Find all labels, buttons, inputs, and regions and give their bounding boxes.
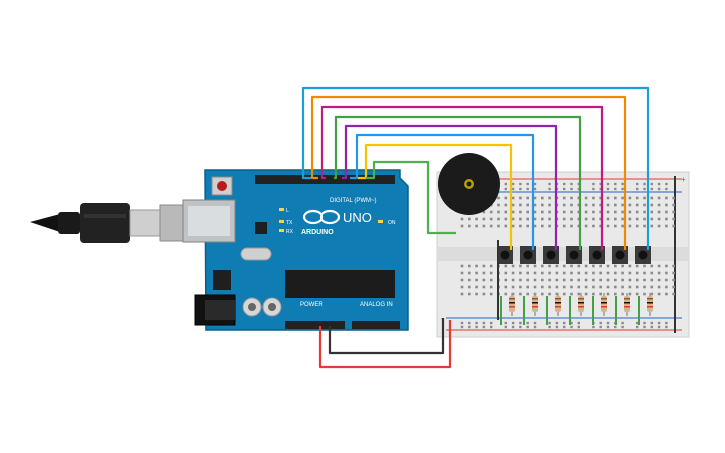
- push-button: [589, 246, 605, 264]
- led-label-tx: TX: [286, 220, 293, 226]
- piezo-buzzer: [438, 153, 500, 215]
- resistor: [555, 293, 561, 316]
- wire: [366, 160, 456, 235]
- breadboard-holes: [460, 182, 675, 329]
- rail-plus-top: +: [681, 175, 686, 184]
- resistor: [624, 293, 630, 316]
- wire: [301, 86, 650, 250]
- resistor: [509, 293, 515, 316]
- wire: [358, 143, 513, 250]
- led-label-l: L: [286, 208, 289, 214]
- wire: [350, 133, 535, 250]
- wire: [334, 115, 582, 250]
- push-button: [566, 246, 582, 264]
- wires: [301, 86, 650, 369]
- resistor: [532, 293, 538, 316]
- arduino-label: ARDUINO: [301, 229, 334, 236]
- digital-header-label: DIGITAL (PWM~): [330, 198, 377, 204]
- wire: [310, 95, 627, 250]
- led-label-rx: RX: [286, 229, 294, 235]
- push-button: [612, 246, 628, 264]
- wire: [318, 320, 452, 369]
- resistors: [497, 240, 653, 325]
- push-button: [520, 246, 536, 264]
- arduino-board: UNO ARDUINO DIGITAL (PWM~) POWER ANALOG …: [182, 169, 409, 331]
- power-header-label: POWER: [300, 302, 323, 308]
- arduino-logo: [302, 209, 341, 225]
- wire: [320, 105, 604, 250]
- wire: [342, 124, 558, 250]
- push-button: [635, 246, 651, 264]
- analog-header-label: ANALOG IN: [360, 302, 393, 308]
- resistor: [578, 293, 584, 316]
- uno-label: UNO: [343, 210, 372, 225]
- wire: [328, 318, 445, 355]
- push-buttons: [497, 246, 651, 264]
- push-button: [543, 246, 559, 264]
- push-button: [497, 246, 513, 264]
- resistor: [601, 293, 607, 316]
- on-label: ON: [388, 220, 396, 226]
- resistor: [647, 293, 653, 316]
